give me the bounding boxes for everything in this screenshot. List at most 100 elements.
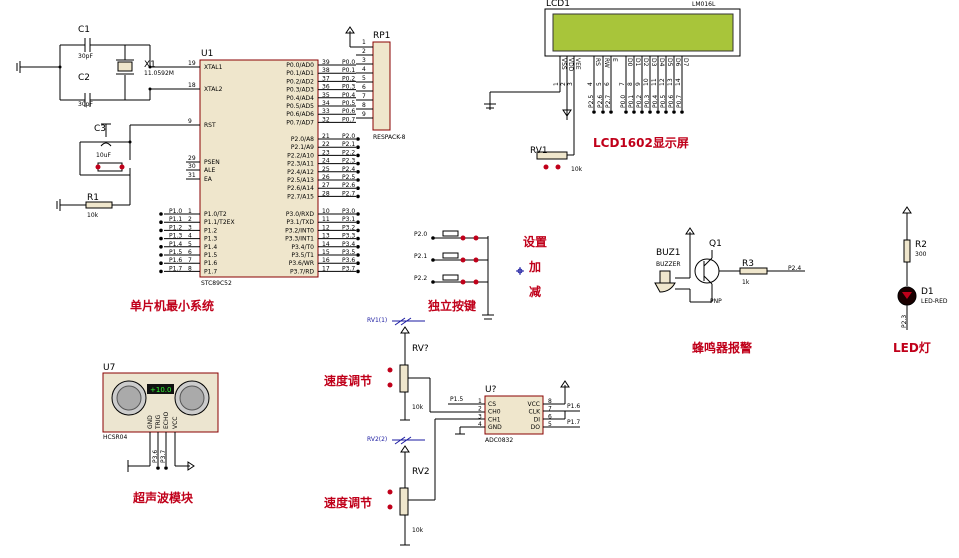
mcu-pin-num: 30: [188, 163, 196, 170]
mcu-pin-name: ALE: [204, 167, 215, 174]
adc0832-chip[interactable]: U? ADC0832 P1.5 P1.6 P1.7: [448, 380, 580, 444]
key-button-symbol[interactable]: [442, 230, 459, 237]
adc-pin-num: 5: [548, 421, 552, 428]
led-circuit[interactable]: R2 300 D1 LED-RED P2.3: [897, 206, 948, 330]
mcu-pin-num: 25: [322, 166, 330, 173]
mcu-pin-num: 36: [322, 84, 330, 91]
net-terminal: [356, 170, 360, 174]
key3-label: 减: [529, 284, 541, 299]
rp1-pin-num: 6: [362, 84, 366, 91]
lcd1602-module[interactable]: LCD1 LM016L: [544, 0, 741, 57]
q1-ref: Q1: [709, 239, 722, 249]
d1-model: LED-RED: [921, 298, 948, 305]
adc-pin-name: CH0: [488, 409, 501, 416]
mcu-pin-num: 29: [188, 155, 196, 162]
mcu-pin-num: 21: [322, 133, 330, 140]
hcsr04-module[interactable]: U7 +10.0 HCSR04: [102, 363, 219, 441]
mcu-stc89c52[interactable]: U1 STC89C52: [199, 49, 319, 287]
lcd-net-label: P0.3: [644, 95, 651, 108]
lcd-pin-num: 11: [651, 78, 658, 86]
mcu-pin-name: P0.4/AD4: [286, 95, 314, 102]
adc-pin-num: 2: [478, 406, 482, 413]
key-button-symbol[interactable]: [442, 252, 459, 259]
mcu-pin-num: 9: [188, 118, 192, 125]
net-terminal: [156, 466, 160, 470]
mcu-net-label: P1.1: [169, 216, 182, 223]
mcu-pin-name: P3.6/WR: [289, 260, 314, 267]
lcd-pin-name: D5: [666, 58, 673, 67]
mcu-net-label: P3.2: [342, 224, 355, 231]
reset-button-symbol: [97, 162, 123, 172]
mcu-pin-num: 38: [322, 67, 330, 74]
lcd-net-label: P0.4: [652, 95, 659, 108]
u7-model: HCSR04: [103, 434, 127, 441]
rv2-value: 10k: [412, 527, 424, 534]
mcu-net-label: P1.7: [169, 265, 182, 272]
mcu-net-label: P1.2: [169, 224, 182, 231]
mcu-pin-name: XTAL2: [204, 86, 223, 93]
mcu-net-label: P3.3: [342, 233, 355, 240]
lcd-pin-name: D1: [634, 58, 641, 67]
net-terminal: [356, 228, 360, 233]
mcu-net-label: P2.6: [342, 182, 355, 189]
mcu-pin-name: P3.7/RD: [290, 268, 314, 275]
lcd-pin-name: D0: [626, 58, 633, 67]
mcu-pin-num: 34: [322, 100, 330, 107]
independent-keys[interactable]: P2.0P2.1P2.2: [414, 230, 494, 320]
mcu-pin-num: 3: [188, 224, 192, 231]
buz-ref: BUZ1: [656, 248, 681, 258]
mcu-net-label: P0.2: [342, 75, 355, 82]
adc-model: ADC0832: [485, 437, 513, 444]
mcu-net-label: P1.4: [169, 241, 182, 248]
mcu-net-label: P0.1: [342, 67, 355, 74]
net-terminal: [648, 110, 652, 114]
mcu-model: STC89C52: [201, 280, 232, 287]
rp1-resistor-pack[interactable]: RP1 RESPACK-8: [345, 26, 406, 141]
lcd-pin-num: 8: [627, 82, 634, 86]
mcu-pin-name: P1.5: [204, 252, 217, 259]
net-terminal: [356, 178, 360, 182]
rvq-ref: RV?: [412, 344, 429, 354]
lcd-net-label: P0.7: [676, 95, 683, 108]
lcd-net-label: P0.1: [628, 95, 635, 108]
mcu-net-label: P3.4: [342, 241, 355, 248]
net-terminal: [356, 269, 360, 274]
hcsr04-pin-name: VCC: [172, 417, 179, 429]
r1-ref: R1: [87, 193, 99, 203]
net-terminal: [159, 220, 163, 224]
r3-ref: R3: [742, 259, 754, 269]
r1-value: 10k: [87, 212, 99, 219]
speed-pot-2[interactable]: RV2(2) RV2 10k: [367, 418, 488, 546]
oscillator-circuit[interactable]: C1 30pF C2 30pF X1 11.0592M: [16, 25, 200, 108]
net-terminal: [356, 194, 360, 199]
buzzer-circuit[interactable]: BUZ1 BUZZER Q1 PNP R3 1k P2.4: [654, 227, 805, 305]
rv1-probe: RV1(1): [367, 317, 387, 324]
mcu-net-label: P2.7: [342, 190, 355, 197]
c3-value: 10uF: [96, 152, 111, 159]
mcu-net-label: P1.3: [169, 233, 182, 240]
speed-pot-1[interactable]: RV1(1) RV? 10k: [367, 317, 488, 421]
rv1-potentiometer[interactable]: RV1 10k: [484, 56, 583, 173]
speed-title-2: 速度调节: [324, 495, 372, 510]
rp1-pin-num: 9: [362, 111, 366, 118]
mcu-pin-num: 37: [322, 75, 330, 82]
lcd-pin-num: 9: [635, 82, 642, 86]
rp1-pin-num: 3: [362, 57, 366, 64]
mcu-net-label: P0.7: [342, 116, 355, 123]
hcsr04-pin-name: TRIG: [155, 414, 162, 430]
mcu-pin-num: 14: [322, 241, 330, 248]
mcu-pin-num: 17: [322, 265, 330, 272]
mcu-net-label: P0.6: [342, 108, 355, 115]
mcu-pin-num: 23: [322, 149, 330, 156]
mcu-pin-name: P1.3: [204, 236, 217, 243]
key-button-symbol[interactable]: [442, 274, 459, 281]
mcu-pin-name: P0.1/AD1: [286, 70, 314, 77]
mcu-pin-name: P2.2/A10: [287, 152, 314, 159]
lcd-pin-num: 13: [667, 78, 674, 86]
lcd-net-label: P0.5: [660, 95, 667, 108]
reset-circuit[interactable]: C3 10uF R1 10k: [56, 123, 200, 219]
adc-pin-name: CLK: [529, 409, 542, 416]
